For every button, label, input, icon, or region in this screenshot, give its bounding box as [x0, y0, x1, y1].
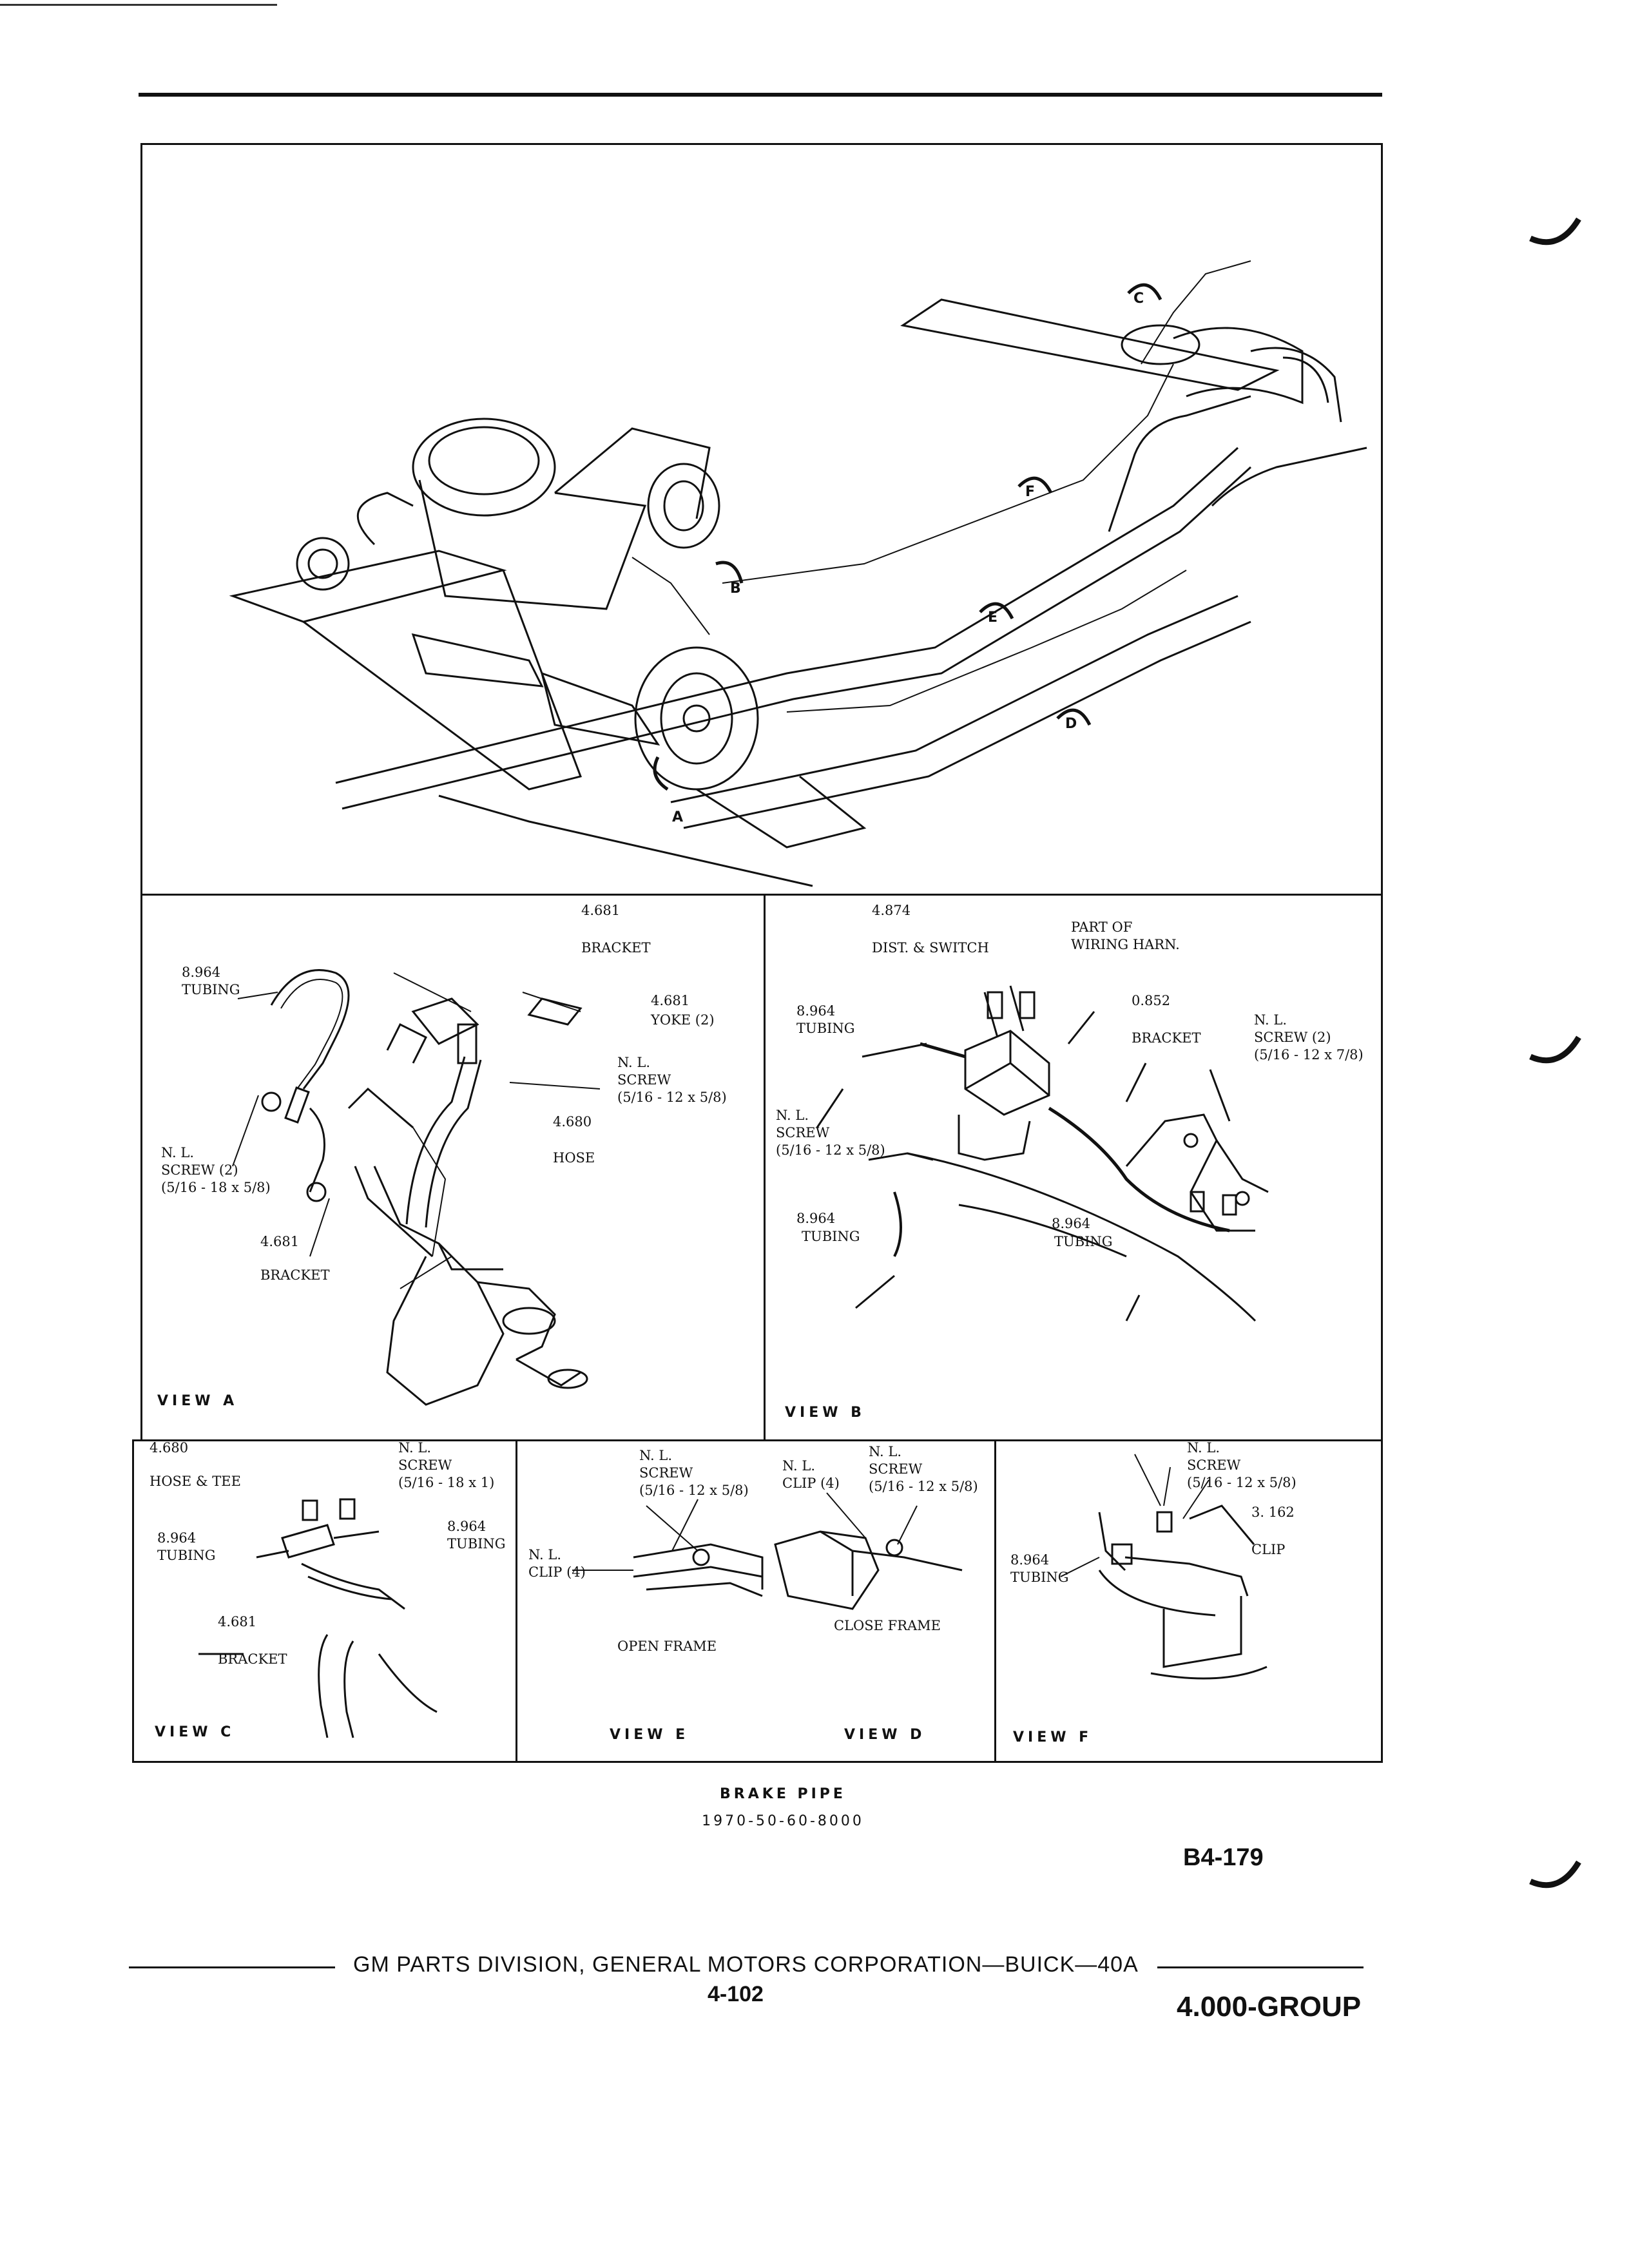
view-a-part-8964: 8.964	[182, 965, 221, 980]
view-c-part-4680: 4.680	[149, 1440, 189, 1456]
callout-f-letter: F	[1025, 484, 1035, 500]
callout-e-letter: E	[988, 610, 998, 626]
caption-title: BRAKE PIPE	[720, 1786, 846, 1802]
callout-f-marker: F	[1017, 476, 1053, 500]
view-d-nl-screw: N. L. SCREW (5/16 - 12 x 5/8)	[869, 1444, 978, 1494]
figure-number: B4-179	[1183, 1844, 1264, 1871]
chassis-assembly-drawing: A B C D E F	[229, 260, 1367, 887]
view-f-part-3162: 3. 162	[1251, 1504, 1295, 1520]
view-a-part-4681-top: 4.681	[581, 903, 621, 918]
view-d-nl-clip: N. L. CLIP (4)	[782, 1458, 840, 1491]
view-b-bracket: BRACKET	[1132, 1030, 1201, 1046]
view-f-panel	[994, 1439, 1383, 1763]
view-a-tag: VIEW A	[157, 1393, 238, 1409]
view-a-yoke: YOKE (2)	[651, 1012, 715, 1028]
binder-mark-bottom	[1529, 1860, 1581, 1888]
view-e-d-drawing	[572, 1492, 963, 1610]
view-b-nl-screw-right: N. L. SCREW (2) (5/16 - 12 x 7/8)	[1254, 1012, 1364, 1062]
header-rule	[139, 93, 1382, 97]
corner-mark	[0, 4, 277, 6]
view-c-nl-screw: N. L. SCREW (5/16 - 18 x 1)	[398, 1440, 495, 1490]
view-c-part-8964-right: 8.964 TUBING	[447, 1519, 506, 1552]
caption-code: 1970-50-60-8000	[702, 1813, 864, 1829]
view-d-tag: VIEW D	[844, 1727, 926, 1743]
callout-c-letter: C	[1133, 291, 1144, 307]
view-a-nl-screw-left: N. L. SCREW (2) (5/16 - 18 x 5/8)	[161, 1145, 271, 1195]
view-e-nl-clip: N. L. CLIP (4)	[528, 1547, 586, 1580]
view-a-part-4680: 4.680	[553, 1114, 592, 1129]
view-a-part-4681-yoke: 4.681	[651, 993, 690, 1008]
view-e-tag: VIEW E	[610, 1727, 689, 1743]
view-f-tag: VIEW F	[1013, 1729, 1093, 1745]
view-b-tag: VIEW B	[785, 1405, 865, 1421]
callout-b-marker: B	[715, 561, 744, 597]
view-c-drawing	[198, 1498, 438, 1738]
footer-page: 4-102	[708, 1982, 764, 2006]
view-d-close-frame: CLOSE FRAME	[834, 1618, 941, 1633]
view-b-part-4874: 4.874	[872, 903, 911, 918]
view-f-clip: CLIP	[1251, 1542, 1286, 1557]
view-b-dist-switch: DIST. & SWITCH	[872, 940, 989, 956]
view-b-part-8964-bottom-right: 8.964	[1052, 1216, 1091, 1231]
view-f-nl-screw: N. L. SCREW (5/16 - 12 x 5/8)	[1187, 1440, 1296, 1490]
footer-rule-left	[129, 1966, 335, 1968]
view-c-part-4681: 4.681	[218, 1614, 257, 1629]
view-b-part-8964-bottom-left: 8.964	[796, 1211, 836, 1226]
footer-rule-right	[1157, 1966, 1364, 1968]
callout-c-marker: C	[1127, 283, 1162, 307]
view-a-bracket-bottom: BRACKET	[260, 1267, 330, 1283]
callout-b-letter: B	[730, 581, 741, 597]
footer-publisher: GM PARTS DIVISION, GENERAL MOTORS CORPOR…	[353, 1952, 1139, 1977]
callout-d-letter: D	[1065, 716, 1077, 732]
view-a-bracket-top: BRACKET	[581, 940, 651, 956]
view-c-hose-tee: HOSE & TEE	[149, 1474, 241, 1489]
view-f-drawing	[1060, 1454, 1268, 1680]
callout-a-letter: A	[672, 809, 683, 825]
callout-d-marker: D	[1056, 708, 1092, 732]
view-c-bracket: BRACKET	[218, 1651, 287, 1667]
view-a-drawing	[232, 969, 601, 1406]
view-a-hose: HOSE	[553, 1150, 595, 1166]
view-c-tag: VIEW C	[155, 1724, 235, 1740]
view-b-part-8964-top: 8.964	[796, 1003, 836, 1019]
footer-group: 4.000-GROUP	[1177, 1991, 1362, 2023]
view-b-part-of-harness: PART OF WIRING HARN.	[1071, 919, 1180, 952]
view-f-part-8964: 8.964 TUBING	[1010, 1552, 1069, 1585]
view-b-part-0852: 0.852	[1132, 993, 1171, 1008]
view-b-tubing-bottom-left: TUBING	[802, 1229, 860, 1244]
view-a-nl-screw-right: N. L. SCREW (5/16 - 12 x 5/8)	[617, 1055, 727, 1105]
view-a-tubing: TUBING	[182, 982, 240, 997]
view-e-nl-screw: N. L. SCREW (5/16 - 12 x 5/8)	[639, 1448, 749, 1498]
callout-e-marker: E	[979, 602, 1014, 626]
view-e-open-frame: OPEN FRAME	[617, 1639, 717, 1654]
view-c-part-8964-left: 8.964 TUBING	[157, 1530, 216, 1563]
binder-mark-middle	[1529, 1035, 1581, 1064]
view-b-drawing	[816, 985, 1269, 1322]
binder-mark-top	[1529, 217, 1581, 245]
view-b-nl-screw-left: N. L. SCREW (5/16 - 12 x 5/8)	[776, 1108, 885, 1158]
view-b-tubing-bottom-right: TUBING	[1054, 1234, 1113, 1249]
view-b-tubing-top: TUBING	[796, 1021, 855, 1036]
view-a-part-4681-bottom: 4.681	[260, 1234, 300, 1249]
callout-a-marker: A	[653, 756, 683, 825]
